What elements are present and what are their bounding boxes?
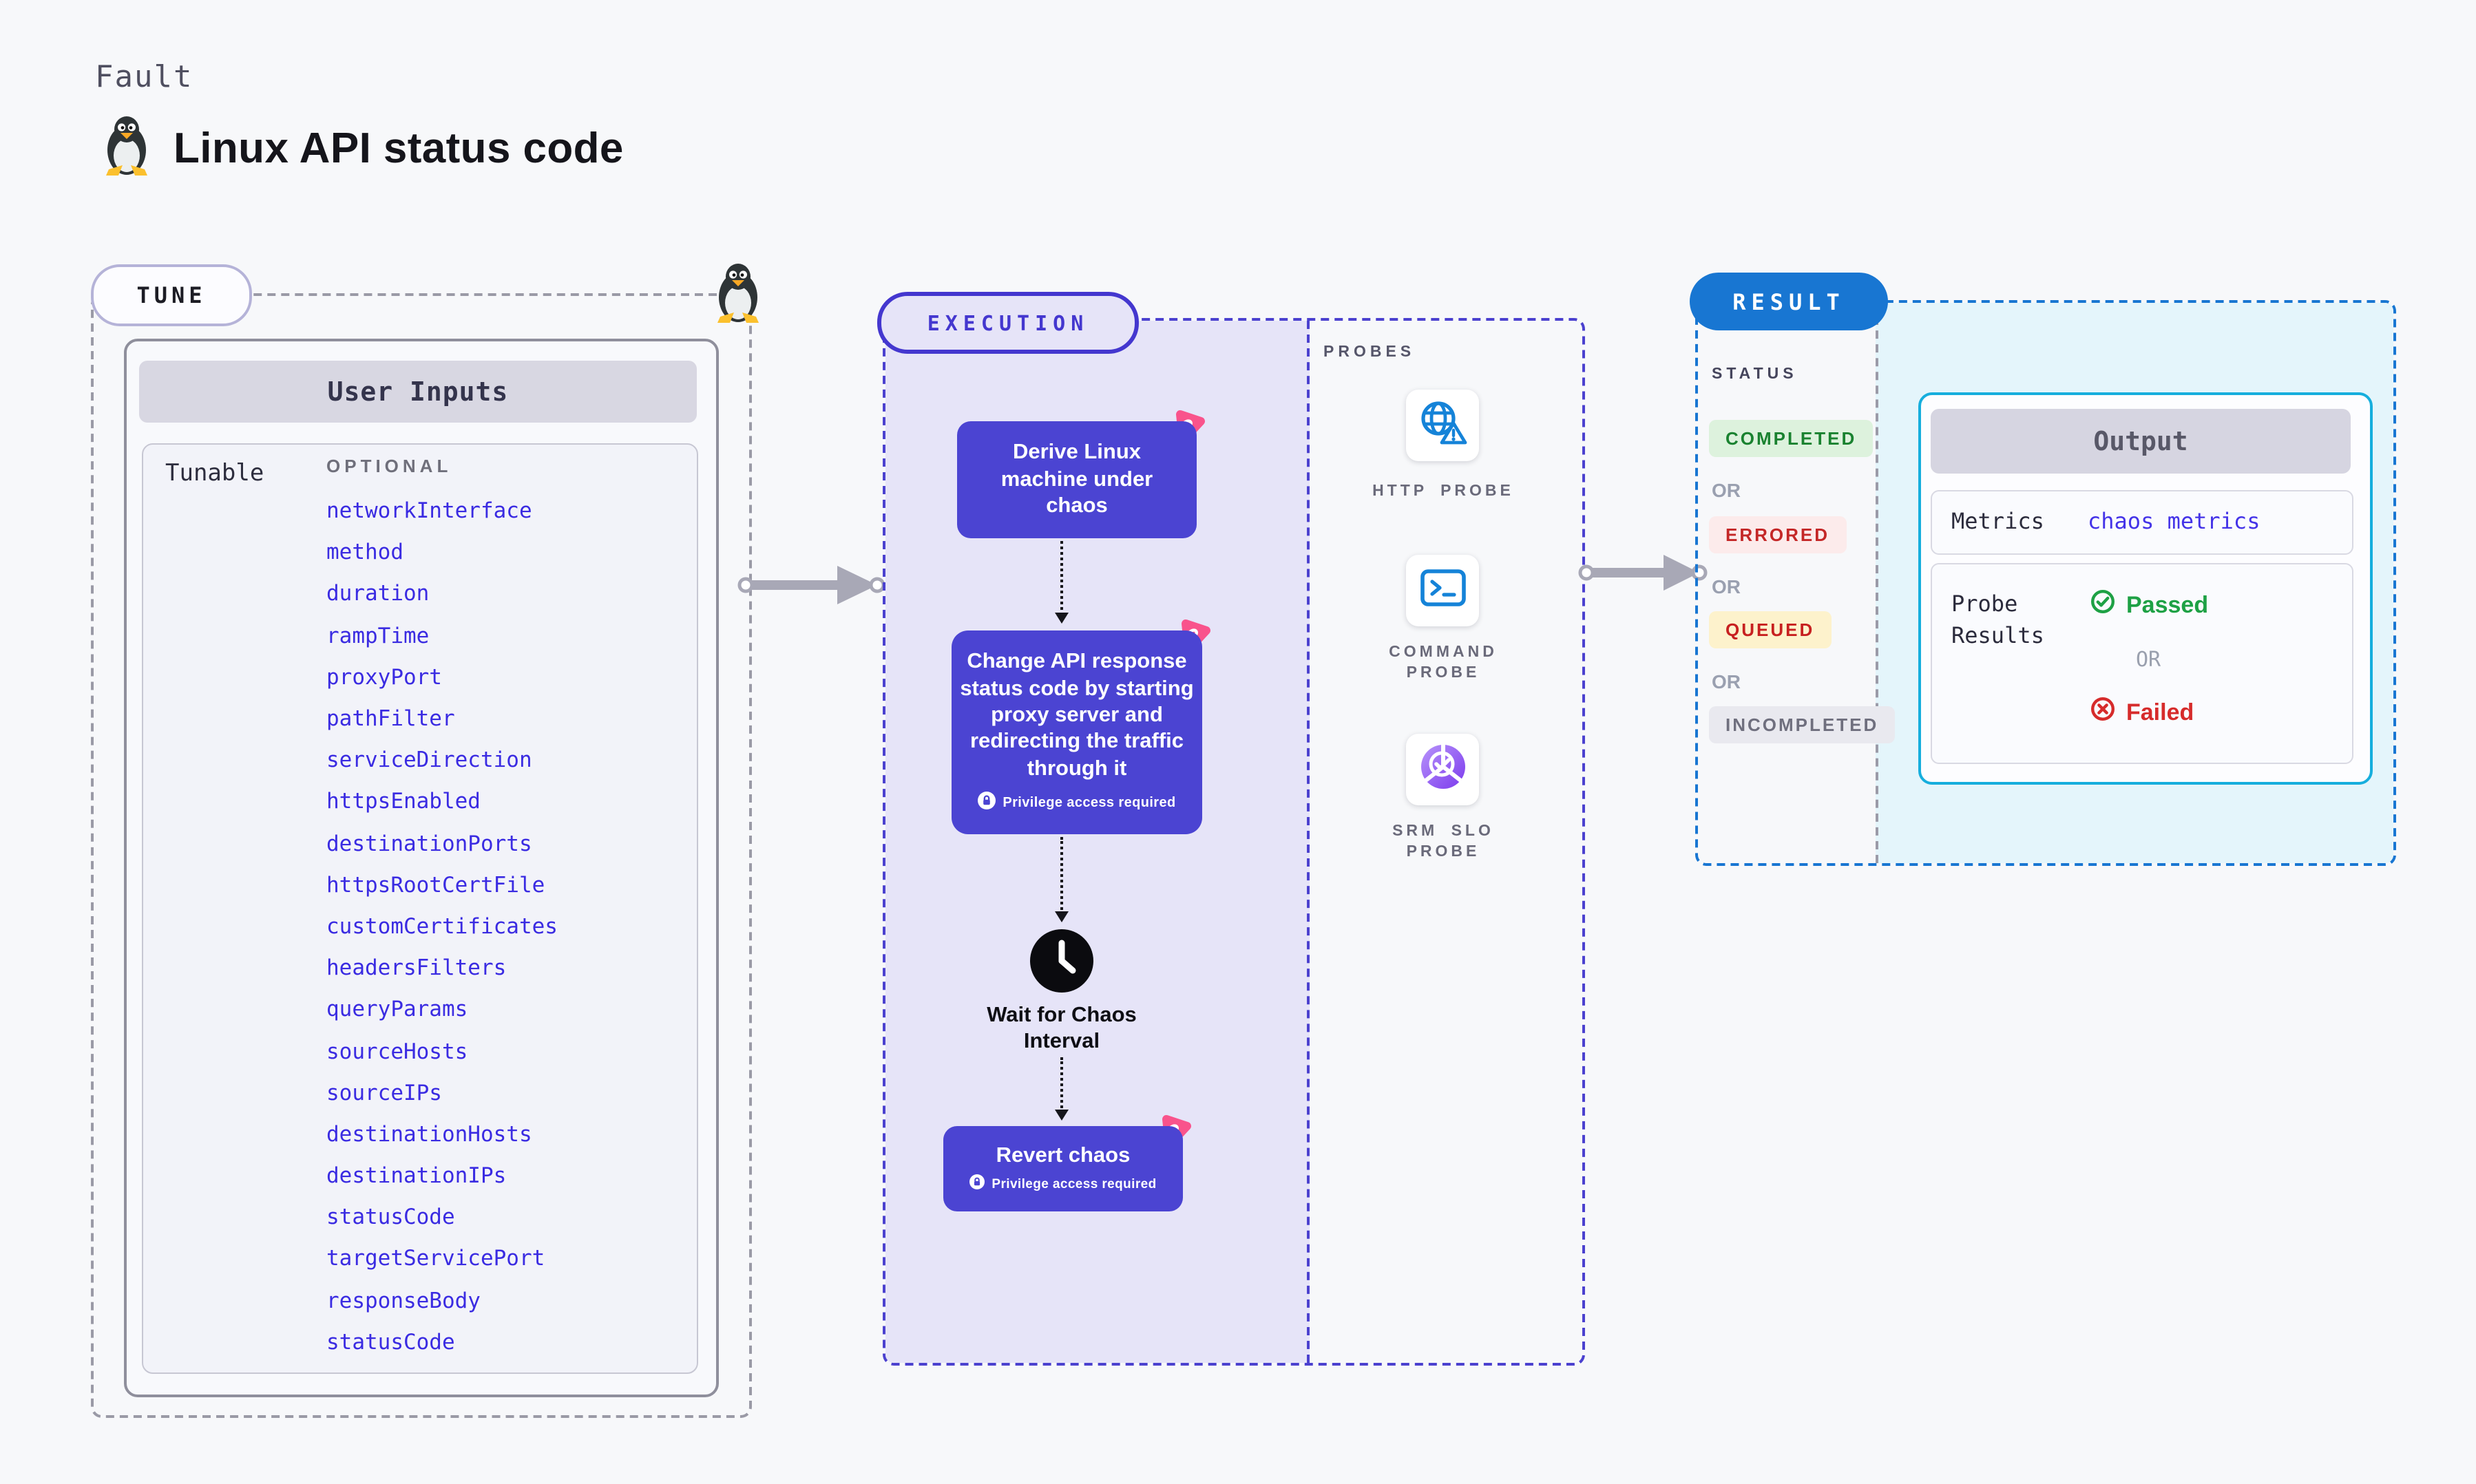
or-separator: OR — [1712, 575, 1741, 597]
status-badge-incompleted: INCOMPLETED — [1709, 706, 1896, 743]
probe-results-label: Probe Results — [1951, 591, 2044, 648]
probe-label: SRM SLO PROBE — [1392, 823, 1494, 860]
wait-interval-label: Wait for Chaos Interval — [987, 1004, 1137, 1054]
flow-arrow-icon — [1578, 545, 1709, 607]
probe-results-row: Probe Results Passed OR Failed — [1931, 563, 2353, 764]
tunable-param: statusCode — [326, 1329, 455, 1355]
check-circle-icon — [2090, 589, 2115, 621]
tunable-param: rampTime — [326, 623, 430, 648]
flow-arrow-icon — [735, 558, 887, 619]
output-title: Output — [1931, 409, 2351, 474]
tunable-param: destinationHosts — [326, 1121, 532, 1147]
dotted-connector — [1055, 541, 1069, 624]
probes-section-label: PROBES — [1323, 344, 1416, 361]
or-separator: OR — [1712, 479, 1741, 501]
command-probe-card — [1406, 555, 1479, 626]
lock-icon — [978, 792, 996, 816]
tunable-row-label: Tunable — [165, 460, 264, 487]
execution-label-pill: EXECUTION — [877, 292, 1139, 354]
clock-icon — [1029, 928, 1095, 1001]
tunable-param: serviceDirection — [326, 748, 532, 773]
tunable-param: customCertificates — [326, 913, 558, 939]
globe-alert-icon — [1418, 399, 1467, 452]
tunable-param: responseBody — [326, 1288, 481, 1313]
tunable-param: pathFilter — [326, 706, 455, 732]
tunable-param: proxyPort — [326, 664, 442, 690]
terminal-icon — [1419, 568, 1466, 613]
dotted-connector — [1055, 1057, 1069, 1121]
probe-passed: Passed — [2090, 589, 2208, 621]
status-badge-errored: ERRORED — [1709, 516, 1847, 553]
lock-icon — [969, 1174, 985, 1196]
probe-label: COMMAND PROBE — [1389, 644, 1498, 681]
or-separator: OR — [1712, 670, 1741, 692]
status-badge-completed: COMPLETED — [1709, 420, 1874, 457]
metrics-row: Metrics chaos metrics — [1931, 490, 2353, 555]
tunables-list-panel — [142, 443, 698, 1374]
srm-slo-probe-card — [1406, 734, 1479, 805]
tunable-params-list: networkInterface method duration rampTim… — [326, 490, 558, 1363]
tunable-param: httpsRootCertFile — [326, 872, 545, 898]
tunable-param: method — [326, 540, 403, 565]
tunable-param: sourceHosts — [326, 1039, 468, 1064]
page-title: Linux API status code — [174, 123, 624, 171]
result-label-pill: RESULT — [1690, 273, 1888, 330]
privilege-note: Privilege access required — [978, 792, 1175, 816]
tunable-param: statusCode — [326, 1205, 455, 1230]
tux-icon — [99, 113, 154, 183]
metrics-value-link: chaos metrics — [2088, 508, 2260, 534]
step-change-status-code: Change API response status code by start… — [952, 630, 1202, 834]
user-inputs-title: User Inputs — [139, 361, 697, 423]
metrics-label: Metrics — [1951, 508, 2044, 534]
fault-kicker: Fault — [95, 61, 193, 95]
tunable-param: targetServicePort — [326, 1246, 545, 1271]
tunable-param: httpsEnabled — [326, 789, 481, 814]
step-revert-chaos: Revert chaos Privilege access required — [943, 1126, 1183, 1211]
tunable-param: networkInterface — [326, 498, 532, 524]
tunable-param: destinationIPs — [326, 1163, 507, 1189]
tune-region — [91, 293, 752, 1418]
privilege-note: Privilege access required — [969, 1174, 1156, 1196]
optional-column-label: OPTIONAL — [326, 456, 452, 476]
status-badge-queued: QUEUED — [1709, 611, 1832, 648]
step-label: Derive Linux machine under chaos — [1000, 441, 1153, 518]
http-probe-card — [1406, 390, 1479, 461]
status-section-label: STATUS — [1712, 366, 1798, 383]
step-derive-machine: Derive Linux machine under chaos — [957, 421, 1197, 538]
tune-label-pill: TUNE — [91, 264, 252, 326]
or-separator: OR — [2136, 647, 2161, 672]
tunable-param: destinationPorts — [326, 831, 532, 856]
slo-donut-icon — [1418, 741, 1467, 798]
probe-label: HTTP PROBE — [1372, 483, 1514, 500]
x-circle-icon — [2090, 697, 2115, 728]
probe-failed: Failed — [2090, 697, 2194, 728]
tunable-param: sourceIPs — [326, 1080, 442, 1105]
tux-icon — [711, 260, 766, 330]
page-header: Linux API status code — [99, 113, 624, 183]
tunable-param: duration — [326, 581, 430, 606]
dotted-connector — [1055, 837, 1069, 922]
tunable-param: headersFilters — [326, 955, 507, 981]
step-label: Change API response status code by start… — [960, 650, 1194, 781]
step-label: Revert chaos — [996, 1143, 1131, 1167]
tunable-param: queryParams — [326, 997, 468, 1022]
